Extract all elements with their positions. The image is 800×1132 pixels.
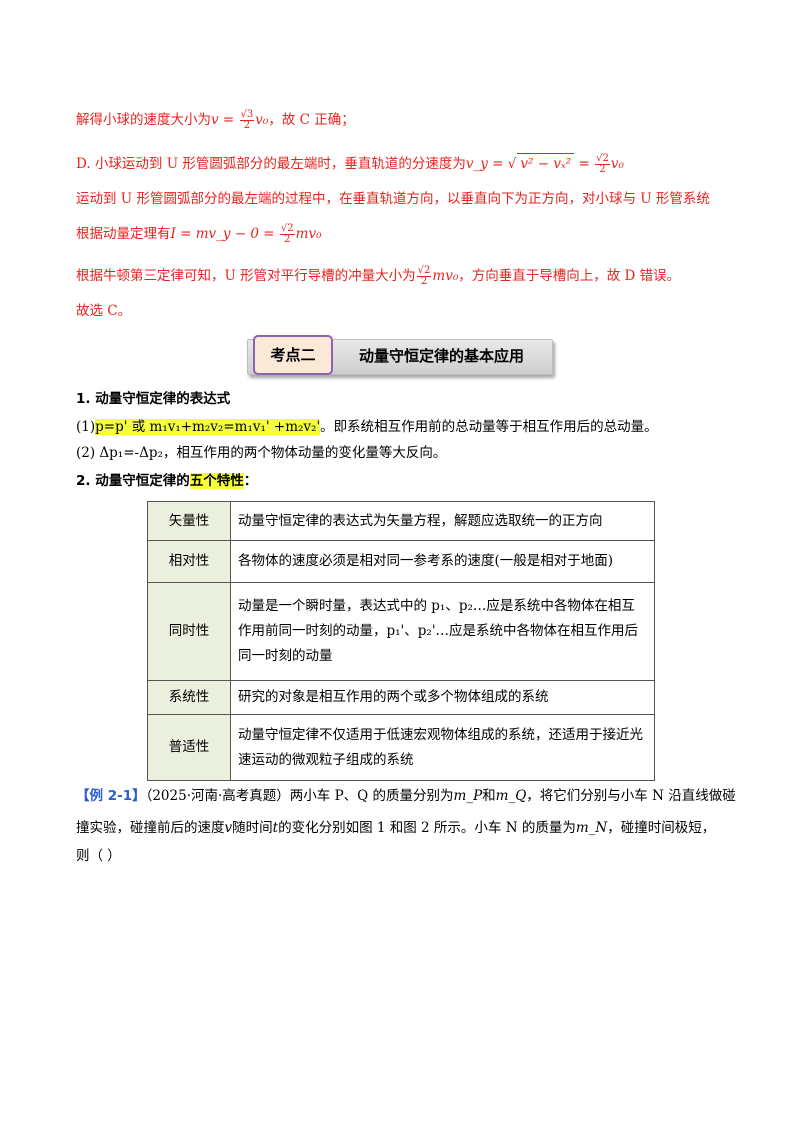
heading-text: 2. 动量守恒定律的 (76, 473, 190, 489)
table-key: 系统性 (147, 680, 231, 715)
sqrt-content: v² − vₓ² (517, 153, 575, 174)
solution-line-6: 故选 C。 (76, 301, 131, 321)
formula: I = mv_y − 0 = (170, 226, 279, 242)
example-text: 和 (482, 788, 496, 804)
example-text: 的变化分别如图 1 和图 2 所示。小车 N 的质量为 (278, 820, 576, 836)
example-label: 【例 2-1】 (76, 788, 146, 804)
formula: v₀ (255, 112, 269, 128)
table-key: 矢量性 (147, 501, 231, 541)
table-row: 矢量性 动量守恒定律的表达式为矢量方程，解题应选取统一的正方向 (147, 501, 655, 541)
table-value: 动量守恒定律不仅适用于低速宏观物体组成的系统，还适用于接近光速运动的微观粒子组成… (230, 714, 655, 781)
banner-tag: 考点二 (253, 335, 333, 375)
formula: t (272, 820, 279, 836)
solution-text: 根据牛顿第三定律可知，U 形管对平行导槽的冲量大小为 (76, 268, 416, 284)
solution-text: ，故 C 正确； (268, 112, 355, 128)
example-line-3: 则（ ） (76, 848, 121, 864)
solution-text: 运动到 U 形管圆弧部分的最左端的过程中，在垂直轨道方向，以垂直向下为正方向，对… (76, 191, 710, 207)
formula: mv₀ (295, 226, 322, 242)
table-value: 研究的对象是相互作用的两个或多个物体组成的系统 (230, 680, 655, 715)
fraction-denominator: 2 (243, 120, 251, 131)
fraction-numerator: √2 (595, 153, 610, 165)
example-text: 随时间 (232, 820, 273, 836)
formula: m_N (575, 820, 608, 836)
fraction-denominator: 2 (420, 276, 428, 287)
sqrt-sign: √ (507, 156, 517, 172)
formula: m_Q (495, 788, 527, 804)
solution-text: ，方向垂直于导槽向上，故 D 错误。 (458, 268, 681, 284)
example-line-1: 【例 2-1】（2025·河南·高考真题）两小车 P、Q 的质量分别为m_P和m… (76, 786, 736, 806)
fraction-numerator: √2 (416, 265, 432, 277)
solution-line-3: 运动到 U 形管圆弧部分的最左端的过程中，在垂直轨道方向，以垂直向下为正方向，对… (76, 189, 710, 209)
solution-text: 故选 C。 (76, 303, 132, 319)
solution-line-2: D. 小球运动到 U 形管圆弧部分的最左端时，垂直轨道的分速度为v_y = √v… (76, 153, 624, 175)
formula: v_y = (465, 156, 508, 172)
formula: mv₀ (432, 268, 459, 284)
example-line-2: 撞实验，碰撞前后的速度v随时间t的变化分别如图 1 和图 2 所示。小车 N 的… (76, 818, 715, 838)
solution-text: 根据动量定理有 (76, 226, 171, 242)
highlighted-formula: p=p' 或 m₁v₁+m₂v₂=m₁v₁' +m₂v₂' (95, 419, 321, 435)
section1-item-2: (2) Δp₁=-Δp₂，相互作用的两个物体动量的变化量等大反向。 (76, 445, 447, 461)
section-heading-2: 2. 动量守恒定律的五个特性： (76, 471, 257, 491)
item-text: 。即系统相互作用前的总动量等于相互作用后的总动量。 (320, 419, 658, 435)
example-text: ，碰撞时间极短， (607, 820, 716, 836)
table-row: 同时性 动量是一个瞬时量，表达式中的 p₁、p₂…应是系统中各物体在相互作用前同… (147, 582, 655, 681)
table-key: 同时性 (147, 582, 231, 681)
formula: v₀ (610, 156, 624, 172)
formula: v = (211, 112, 239, 128)
fraction-denominator: 2 (284, 234, 291, 245)
table-row: 系统性 研究的对象是相互作用的两个或多个物体组成的系统 (147, 680, 655, 715)
table-value: 动量守恒定律的表达式为矢量方程，解题应选取统一的正方向 (230, 501, 655, 541)
section-banner: 考点二 动量守恒定律的基本应用 (247, 335, 553, 375)
example-text: ，将它们分别与小车 N 沿直线做碰 (526, 788, 736, 804)
solution-text: 解得小球的速度大小为 (76, 112, 211, 128)
item-prefix: (1) (76, 419, 96, 435)
table-row: 普适性 动量守恒定律不仅适用于低速宏观物体组成的系统，还适用于接近光速运动的微观… (147, 714, 655, 781)
properties-table: 矢量性 动量守恒定律的表达式为矢量方程，解题应选取统一的正方向 相对性 各物体的… (147, 501, 655, 781)
section1-item-1: (1)p=p' 或 m₁v₁+m₂v₂=m₁v₁' +m₂v₂'。即系统相互作用… (76, 417, 658, 437)
table-row: 相对性 各物体的速度必须是相对同一参考系的速度(一般是相对于地面) (147, 540, 655, 583)
solution-text: D. 小球运动到 U 形管圆弧部分的最左端时，垂直轨道的分速度为 (76, 156, 466, 172)
formula: = (574, 156, 595, 172)
fraction-numerator: √2 (279, 223, 295, 235)
example-text: 撞实验，碰撞前后的速度 (76, 820, 225, 836)
table-value: 各物体的速度必须是相对同一参考系的速度(一般是相对于地面) (230, 540, 655, 583)
fraction-denominator: 2 (599, 164, 606, 175)
table-value: 动量是一个瞬时量，表达式中的 p₁、p₂…应是系统中各物体在相互作用前同一时刻的… (230, 582, 655, 681)
heading-text: ： (243, 473, 258, 489)
example-source: （2025·河南·高考真题） (145, 788, 290, 804)
table-key: 普适性 (147, 714, 231, 781)
table-key: 相对性 (147, 540, 231, 583)
heading-highlight: 五个特性 (189, 473, 244, 489)
formula: v (224, 820, 233, 836)
fraction-numerator: √3 (239, 109, 255, 121)
banner-title: 动量守恒定律的基本应用 (359, 347, 525, 365)
formula: m_P (453, 788, 483, 804)
example-text: 两小车 P、Q 的质量分别为 (289, 788, 454, 804)
section-heading-1: 1. 动量守恒定律的表达式 (76, 391, 231, 407)
